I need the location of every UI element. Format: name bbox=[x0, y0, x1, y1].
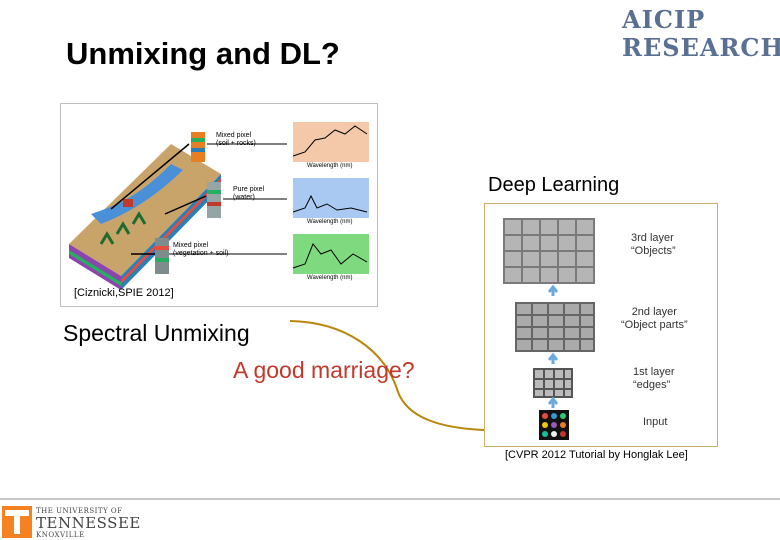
hypercube bbox=[69, 144, 221, 290]
spectral-unmixing-label: Spectral Unmixing bbox=[63, 320, 250, 346]
layer-2-desc: “Object parts” bbox=[621, 319, 688, 331]
pixel-label-2-detail: (water) bbox=[233, 194, 255, 201]
layer-2-feature-grid bbox=[515, 302, 595, 352]
pixel-label-1: Mixed pixel (soil + rocks) bbox=[216, 132, 256, 148]
logo-line-1: AICIP bbox=[622, 5, 706, 34]
arrow-1 bbox=[110, 143, 190, 210]
layer-1-name: 1st layer bbox=[633, 366, 675, 378]
layer-3-label: 3rd layer “Objects” bbox=[631, 232, 676, 258]
right-figure-citation: [CVPR 2012 Tutorial by Honglak Lee] bbox=[505, 449, 688, 461]
university-of-tennessee-logo: THE UNIVERSITY OF TENNESSEE KNOXVILLE bbox=[2, 502, 142, 540]
arrow-up-icon bbox=[547, 352, 559, 364]
pixel-label-1-name: Mixed pixel bbox=[216, 132, 252, 139]
input-label: Input bbox=[643, 416, 668, 428]
pixel-label-2-name: Pure pixel bbox=[233, 186, 265, 193]
arrow-up-icon bbox=[547, 396, 559, 408]
deep-learning-figure: 3rd layer “Objects” 2nd layer “Object pa… bbox=[484, 203, 718, 447]
pixel-label-3-detail: (vegetation + soil) bbox=[173, 250, 229, 257]
layer-1-feature-grid bbox=[533, 368, 573, 398]
layer-1-desc: “edges” bbox=[633, 379, 671, 391]
ut-line-1: THE UNIVERSITY OF bbox=[36, 507, 123, 515]
layer-3-name: 3rd layer bbox=[631, 232, 674, 244]
pixel-label-3-name: Mixed pixel bbox=[173, 242, 209, 249]
plot-axis-label-3: Wavelength (nm) bbox=[307, 275, 353, 281]
left-figure-citation: [Ciznicki,SPIE 2012] bbox=[74, 287, 174, 299]
layer-3-desc: “Objects” bbox=[631, 245, 676, 257]
slide-title: Unmixing and DL? bbox=[66, 36, 340, 71]
spectrum-plot-2 bbox=[292, 178, 369, 218]
hyperspectral-cube-illustration bbox=[69, 122, 369, 290]
plot-axis-label-2: Wavelength (nm) bbox=[307, 219, 353, 225]
pixel-column-3 bbox=[155, 238, 169, 274]
layer-1-label: 1st layer “edges” bbox=[633, 366, 675, 392]
layer-2-name: 2nd layer bbox=[631, 306, 677, 318]
arrow-2 bbox=[164, 195, 207, 215]
good-marriage-text: A good marriage? bbox=[233, 357, 415, 383]
power-t-icon bbox=[2, 506, 32, 538]
logo-line-2: RESEARCH bbox=[622, 33, 780, 62]
arrow-up-icon bbox=[547, 284, 559, 296]
pixel-label-1-detail: (soil + rocks) bbox=[216, 140, 256, 147]
spectral-unmixing-figure: Mixed pixel (soil + rocks) Pure pixel (w… bbox=[60, 103, 378, 307]
aicip-research-logo: AICIP RESEARCH bbox=[622, 4, 780, 62]
pixel-column-2 bbox=[207, 182, 221, 218]
spectrum-plot-3 bbox=[292, 234, 369, 274]
layer-2-label: 2nd layer “Object parts” bbox=[621, 306, 688, 332]
footer-divider bbox=[0, 498, 780, 500]
feature-hierarchy-illustration bbox=[503, 218, 595, 440]
ut-line-2: TENNESSEE bbox=[36, 514, 141, 532]
spectrum-plot-1 bbox=[292, 122, 369, 162]
pixel-column-1 bbox=[191, 132, 205, 162]
layer-3-feature-grid bbox=[503, 218, 595, 284]
pixel-label-2: Pure pixel (water) bbox=[233, 186, 264, 202]
deep-learning-label: Deep Learning bbox=[488, 174, 620, 196]
plot-axis-label-1: Wavelength (nm) bbox=[307, 163, 353, 169]
pixel-label-3: Mixed pixel (vegetation + soil) bbox=[173, 242, 228, 258]
ut-line-3: KNOXVILLE bbox=[36, 531, 85, 539]
input-pixel-grid bbox=[539, 410, 569, 440]
